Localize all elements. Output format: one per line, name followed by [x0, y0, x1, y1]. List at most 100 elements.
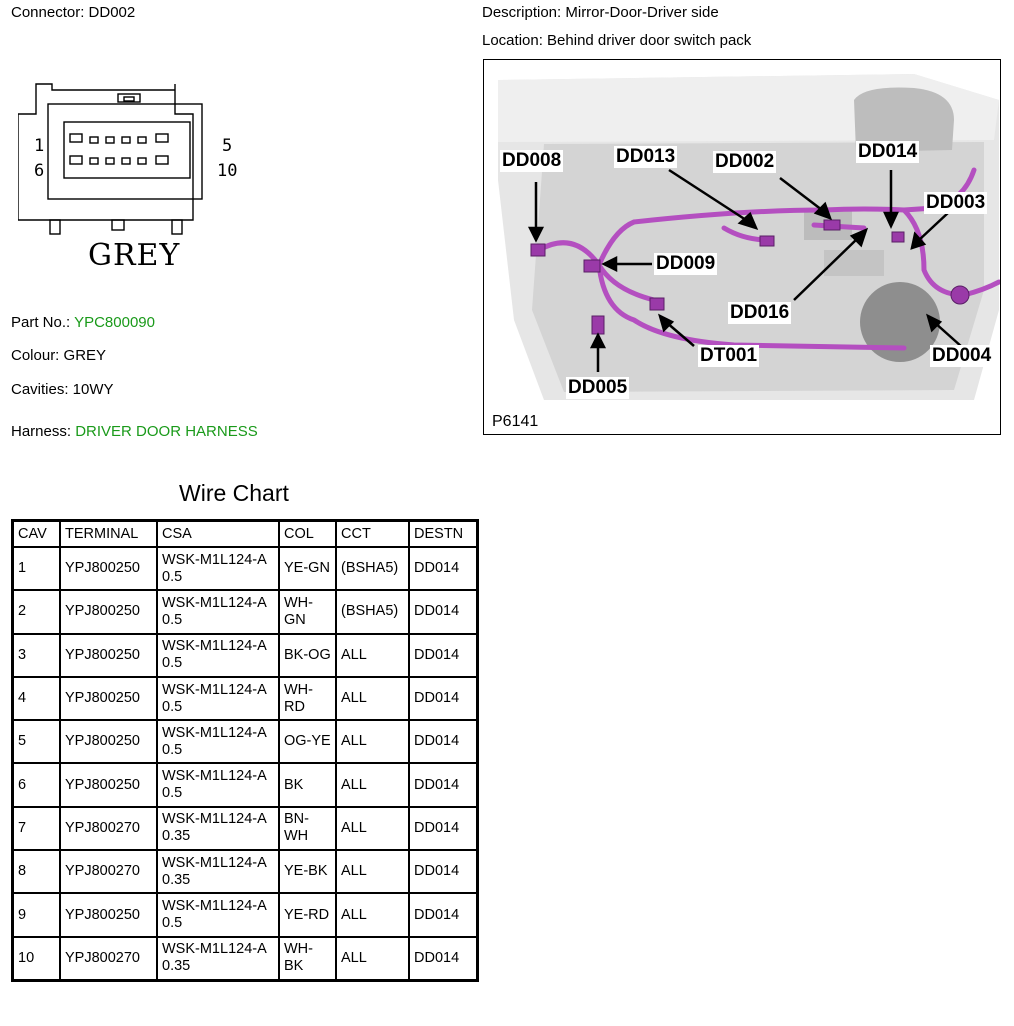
cell-cav: 8 — [11, 849, 61, 895]
cell-terminal: YPJ800250 — [59, 892, 158, 938]
cell-col: WH-GN — [278, 589, 337, 635]
cell-cav: 9 — [11, 892, 61, 938]
cell-csa: WSK-M1L124-A 0.5 — [156, 892, 280, 938]
pin-label-1: 1 — [34, 136, 45, 156]
callout-dd005: DD005 — [566, 377, 630, 399]
part-number: Part No.: YPC800090 — [11, 314, 155, 331]
cell-cct: ALL — [335, 892, 410, 938]
colour-text: Colour: GREY — [11, 347, 107, 364]
cell-col: YE-BK — [278, 849, 337, 895]
cell-cct: (BSHA5) — [335, 589, 410, 635]
header-col: COL — [278, 519, 337, 548]
figure-id: P6141 — [492, 413, 539, 430]
cell-csa: WSK-M1L124-A 0.5 — [156, 589, 280, 635]
cell-cct: ALL — [335, 632, 410, 678]
cell-cav: 7 — [11, 805, 61, 852]
cell-terminal: YPJ800270 — [59, 805, 158, 852]
cell-destn: DD014 — [408, 632, 479, 678]
callout-dd009: DD009 — [654, 253, 718, 275]
header-cct: CCT — [335, 519, 410, 548]
part-number-value: YPC800090 — [74, 314, 155, 331]
callout-dd003: DD003 — [924, 192, 988, 214]
callout-dt001: DT001 — [698, 345, 760, 367]
connector-title: Connector: DD002 — [11, 4, 136, 21]
cell-cav: 1 — [11, 545, 61, 592]
callout-dd013: DD013 — [614, 146, 678, 168]
cell-terminal: YPJ800250 — [59, 589, 158, 635]
cell-destn: DD014 — [408, 719, 479, 765]
cell-csa: WSK-M1L124-A 0.35 — [156, 935, 280, 982]
harness-value: DRIVER DOOR HARNESS — [75, 423, 258, 440]
cell-destn: DD014 — [408, 545, 479, 592]
cavities-text: Cavities: 10WY — [11, 381, 114, 398]
harness-text: Harness: DRIVER DOOR HARNESS — [11, 423, 258, 440]
description-text: Description: Mirror-Door-Driver side — [482, 4, 719, 21]
callout-dd004: DD004 — [930, 345, 994, 367]
cell-destn: DD014 — [408, 935, 479, 982]
cell-col: WH-RD — [278, 675, 337, 722]
cell-col: OG-YE — [278, 719, 337, 765]
cell-csa: WSK-M1L124-A 0.35 — [156, 805, 280, 852]
cell-cct: (BSHA5) — [335, 545, 410, 592]
header-destn: DESTN — [408, 519, 479, 548]
cell-cct: ALL — [335, 935, 410, 982]
callout-dd008: DD008 — [500, 150, 564, 172]
cell-terminal: YPJ800270 — [59, 935, 158, 982]
callout-dd002: DD002 — [713, 151, 777, 173]
callout-dd016: DD016 — [728, 302, 792, 324]
pin-label-6: 6 — [34, 161, 45, 181]
cell-terminal: YPJ800250 — [59, 675, 158, 722]
cell-destn: DD014 — [408, 675, 479, 722]
cell-csa: WSK-M1L124-A 0.35 — [156, 849, 280, 895]
harness-label: Harness: — [11, 423, 72, 440]
header-csa: CSA — [156, 519, 280, 548]
cell-terminal: YPJ800250 — [59, 545, 158, 592]
cell-csa: WSK-M1L124-A 0.5 — [156, 762, 280, 808]
connector-colour-label: GREY — [88, 238, 181, 273]
cell-destn: DD014 — [408, 589, 479, 635]
cell-cav: 4 — [11, 675, 61, 722]
cell-cct: ALL — [335, 719, 410, 765]
cell-cav: 6 — [11, 762, 61, 808]
location-diagram: DD008 DD013 DD002 DD014 DD003 DD009 DD01… — [483, 59, 1001, 435]
callout-dd014: DD014 — [856, 141, 920, 163]
cell-destn: DD014 — [408, 805, 479, 852]
cell-cct: ALL — [335, 675, 410, 722]
cell-cav: 3 — [11, 632, 61, 678]
part-number-label: Part No.: — [11, 314, 71, 331]
cell-terminal: YPJ800250 — [59, 719, 158, 765]
cell-cav: 5 — [11, 719, 61, 765]
cell-col: BK-OG — [278, 632, 337, 678]
location-text: Location: Behind driver door switch pack — [482, 32, 752, 49]
header-cav: CAV — [11, 519, 61, 548]
pin-label-5: 5 — [222, 136, 233, 156]
cell-col: BN-WH — [278, 805, 337, 852]
pin-label-10: 10 — [217, 161, 238, 181]
cell-terminal: YPJ800250 — [59, 762, 158, 808]
cell-csa: WSK-M1L124-A 0.5 — [156, 675, 280, 722]
cell-cct: ALL — [335, 805, 410, 852]
table-header-row: CAV TERMINAL CSA COL CCT DESTN — [11, 519, 479, 548]
wire-chart-title: Wire Chart — [179, 480, 289, 506]
cell-col: YE-RD — [278, 892, 337, 938]
cell-cct: ALL — [335, 849, 410, 895]
door-harness-illustration — [498, 74, 1000, 400]
cell-cav: 2 — [11, 589, 61, 635]
cell-col: YE-GN — [278, 545, 337, 592]
cell-csa: WSK-M1L124-A 0.5 — [156, 719, 280, 765]
cell-destn: DD014 — [408, 762, 479, 808]
cell-terminal: YPJ800250 — [59, 632, 158, 678]
connector-face-diagram — [18, 83, 203, 235]
cell-terminal: YPJ800270 — [59, 849, 158, 895]
cell-csa: WSK-M1L124-A 0.5 — [156, 545, 280, 592]
